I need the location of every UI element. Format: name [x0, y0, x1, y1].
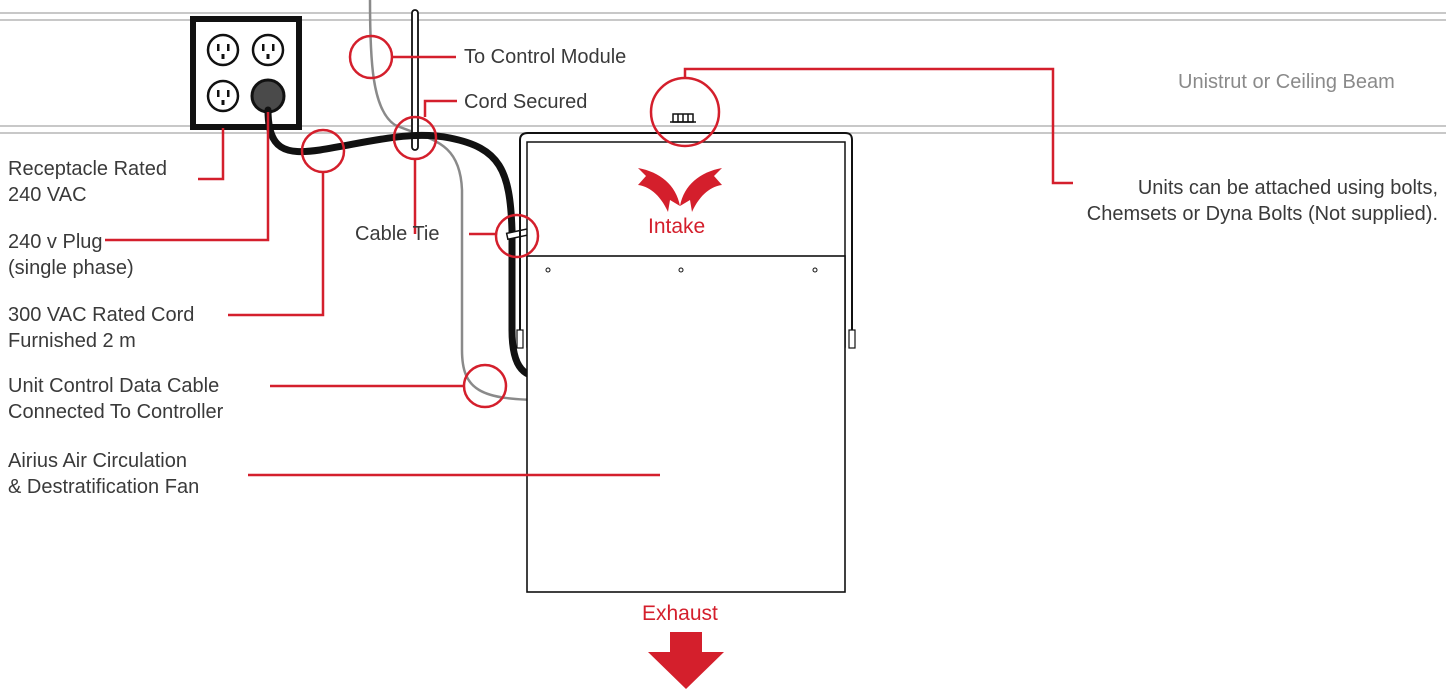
- fan-label-line2: & Destratification Fan: [8, 476, 200, 498]
- conduit-rod: [411, 9, 419, 151]
- exhaust-label: Exhaust: [642, 602, 718, 625]
- fan-unit: [516, 132, 856, 593]
- cord-secured-label: Cord Secured: [464, 91, 588, 113]
- fan-label-line1: Airius Air Circulation: [8, 450, 187, 472]
- plug-label-line2: (single phase): [8, 257, 134, 279]
- cord-label-line2: Furnished 2 m: [8, 330, 136, 352]
- fan-label: Airius Air Circulation & Destratificatio…: [8, 448, 199, 500]
- receptacle-icon: [190, 16, 302, 130]
- receptacle-label-line2: 240 VAC: [8, 184, 87, 206]
- bolts-label: Units can be attached using bolts, Chems…: [985, 175, 1438, 227]
- bolts-label-line2: Chemsets or Dyna Bolts (Not supplied).: [1086, 203, 1438, 225]
- data-cable-label-line1: Unit Control Data Cable: [8, 375, 220, 397]
- cable-tie-label: Cable Tie: [355, 223, 440, 245]
- exhaust-arrow-icon: [648, 632, 724, 689]
- mounting-bolt-icon: [670, 113, 696, 123]
- intake-arrows-icon: [638, 168, 722, 212]
- cord-label-line1: 300 VAC Rated Cord: [8, 304, 195, 326]
- plug-label-line1: 240 v Plug: [8, 231, 103, 253]
- receptacle-label-line1: Receptacle Rated: [8, 158, 167, 180]
- control-data-cable: [368, 0, 546, 402]
- control-module-label: To Control Module: [464, 46, 627, 68]
- leader-lines: [105, 55, 1073, 477]
- receptacle-label: Receptacle Rated 240 VAC: [8, 156, 167, 208]
- data-cable-label-line2: Connected To Controller: [8, 401, 224, 423]
- plug-label: 240 v Plug (single phase): [8, 229, 134, 281]
- data-cable-label: Unit Control Data Cable Connected To Con…: [8, 373, 223, 425]
- bolts-label-line1: Units can be attached using bolts,: [1137, 177, 1438, 199]
- power-cord: [264, 106, 552, 382]
- cord-label: 300 VAC Rated Cord Furnished 2 m: [8, 302, 194, 354]
- intake-label: Intake: [648, 215, 706, 238]
- ceiling-label: Unistrut or Ceiling Beam: [1178, 71, 1395, 93]
